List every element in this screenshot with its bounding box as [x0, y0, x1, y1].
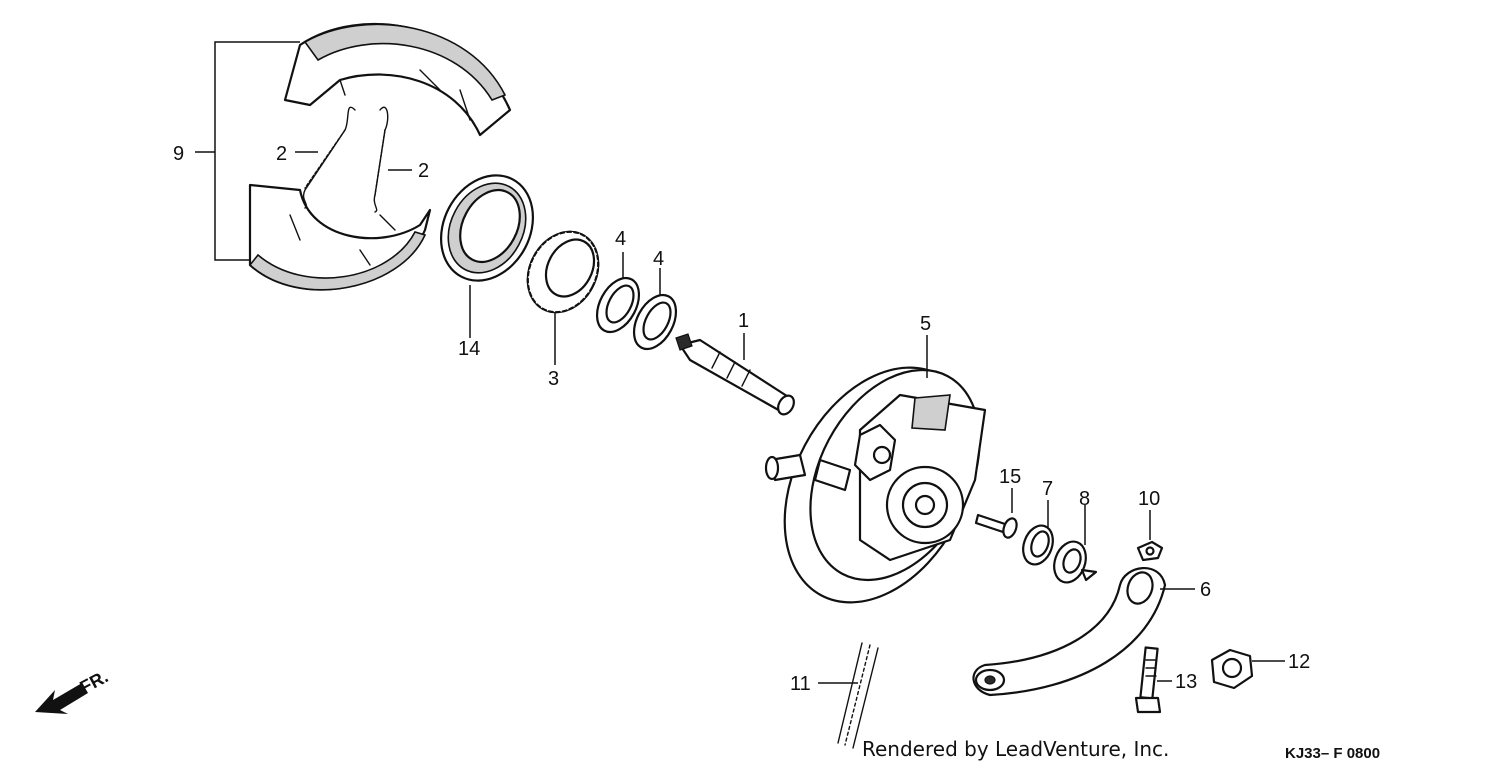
spring-right[interactable]: [373, 106, 389, 213]
gear-3[interactable]: [514, 219, 612, 324]
cam-shaft-1[interactable]: [675, 333, 797, 417]
callout-14: 15: [999, 466, 1021, 488]
bolt-15[interactable]: [1134, 646, 1162, 714]
diagram-code: KJ33– F 0800: [1285, 745, 1380, 762]
callout-4a: 4: [615, 228, 626, 250]
callout-1: 1: [738, 310, 749, 332]
footer-credit: Rendered by LeadVenture, Inc.: [862, 737, 1169, 761]
callout-10: 10: [1138, 488, 1160, 510]
callout-7: 7: [1042, 478, 1053, 500]
callout-4b: 4: [653, 248, 664, 270]
callout-numbers: 9 2 2 14 3 4 4 1 5 15 7 8 10 6 11 13 12: [173, 143, 1310, 695]
callout-8: 8: [1079, 488, 1090, 510]
front-direction-arrow: FR.: [35, 666, 111, 714]
brake-arm-9[interactable]: [972, 567, 1167, 697]
callout-13: 14: [458, 338, 480, 360]
indicator-plate-8[interactable]: [1049, 537, 1098, 587]
oil-seal-13[interactable]: [423, 159, 551, 296]
callout-2a: 2: [276, 143, 287, 165]
brake-shoe-lower[interactable]: [248, 183, 432, 291]
callout-12: 12: [1288, 651, 1310, 673]
o-ring-7[interactable]: [1018, 521, 1058, 568]
washer-4b[interactable]: [625, 288, 684, 356]
callout-15: 13: [1175, 671, 1197, 693]
callout-2b: 2: [418, 160, 429, 182]
spring-left[interactable]: [302, 106, 356, 209]
screw-14[interactable]: [974, 513, 1019, 539]
callout-6: 9: [173, 143, 184, 165]
bracket-6: [195, 41, 300, 261]
brake-panel-5[interactable]: [746, 335, 1014, 636]
spring-11[interactable]: [837, 642, 879, 749]
nut-10[interactable]: [1136, 540, 1164, 562]
flange-nut-12[interactable]: [1210, 648, 1254, 690]
callout-11: 11: [790, 673, 811, 695]
washer-4a[interactable]: [588, 271, 647, 339]
callout-9: 6: [1200, 579, 1211, 601]
callout-3: 3: [548, 368, 559, 390]
arrow-icon: [35, 683, 88, 714]
callout-5: 5: [920, 313, 931, 335]
callout-leaders: [295, 151, 1285, 684]
brake-shoe-upper[interactable]: [283, 22, 512, 137]
